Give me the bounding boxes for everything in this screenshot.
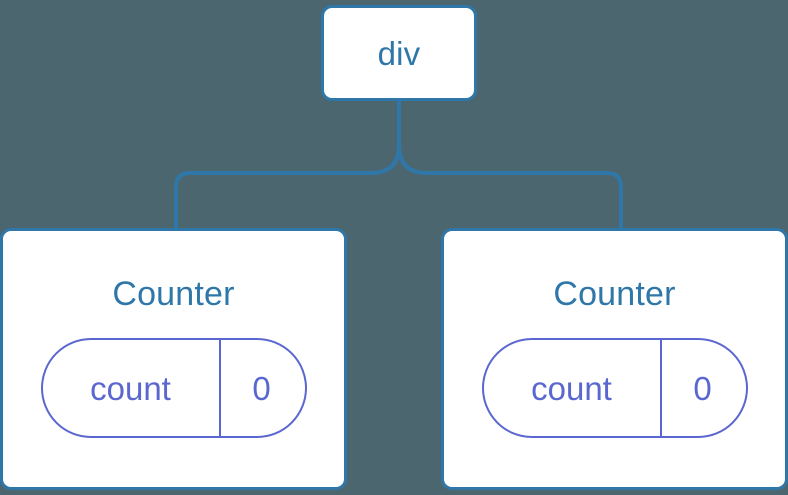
connector-to-counter-1 bbox=[397, 99, 623, 230]
state-key-counter-1: count bbox=[531, 369, 612, 407]
state-pill-counter-1[interactable]: count 0 bbox=[481, 338, 748, 438]
state-pill-divider bbox=[659, 338, 662, 438]
state-pill-counter-0[interactable]: count 0 bbox=[40, 338, 307, 438]
state-key-counter-0: count bbox=[90, 369, 171, 407]
node-counter-0[interactable]: Counter count 0 bbox=[0, 228, 347, 490]
node-counter-0-label: Counter bbox=[112, 275, 235, 313]
node-counter-1[interactable]: Counter count 0 bbox=[441, 228, 788, 490]
node-counter-1-label: Counter bbox=[553, 275, 676, 313]
state-value-counter-0: 0 bbox=[252, 369, 271, 407]
state-pill-divider bbox=[218, 338, 221, 438]
node-div[interactable]: div bbox=[321, 5, 477, 101]
state-value-counter-1: 0 bbox=[693, 369, 712, 407]
node-div-label: div bbox=[377, 34, 421, 72]
connector-to-counter-0 bbox=[174, 99, 401, 230]
